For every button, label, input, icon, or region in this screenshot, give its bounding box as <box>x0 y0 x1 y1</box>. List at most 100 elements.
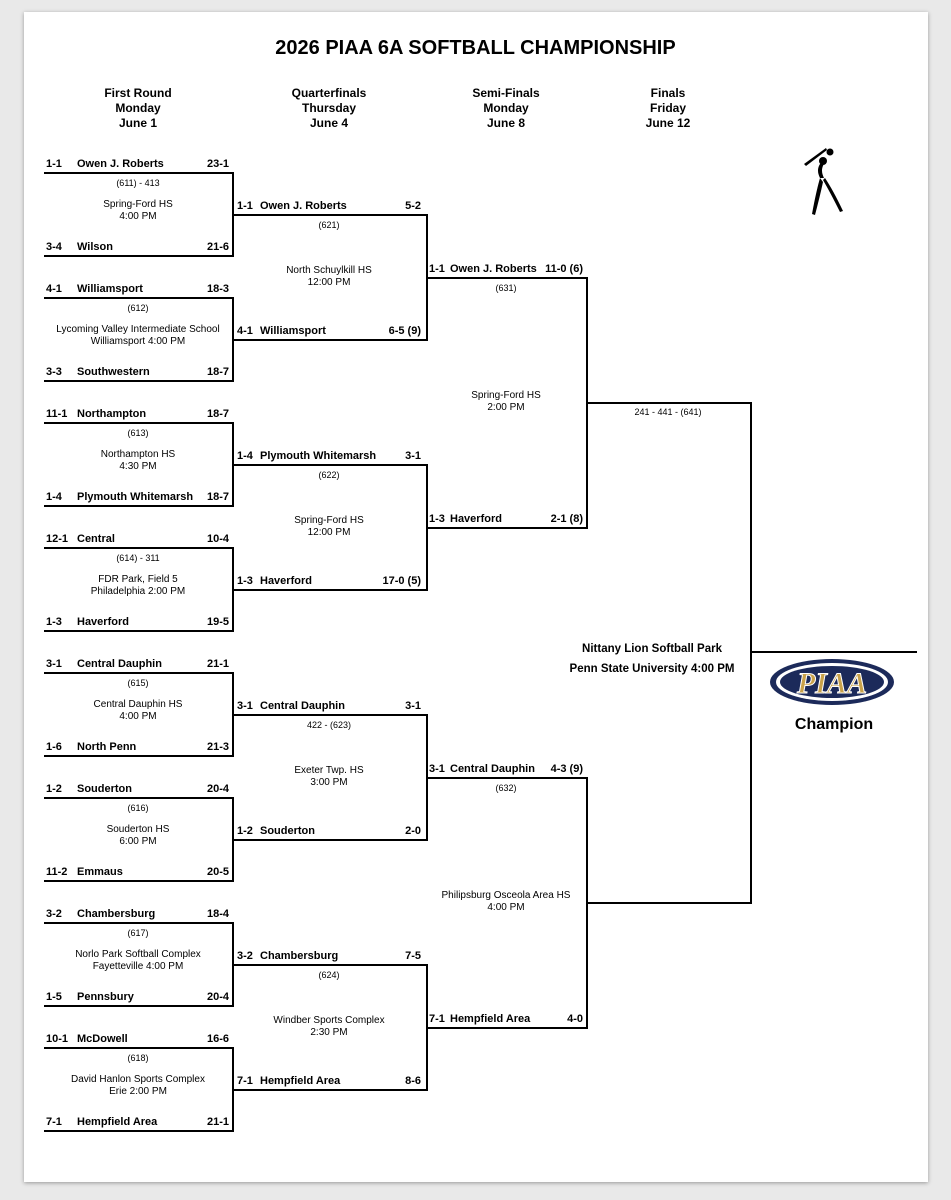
team-name: Hempfield Area <box>77 1116 158 1128</box>
game-number: (614) - 311 <box>116 553 160 563</box>
game-number: 422 - (623) <box>306 720 352 730</box>
venue-line: Philadelphia 2:00 PM <box>90 586 186 597</box>
venue-line: 2:00 PM <box>487 402 525 413</box>
team-score: 18-4 <box>206 908 229 920</box>
team-seed: 1-6 <box>46 741 62 753</box>
round-day: Monday <box>483 101 529 115</box>
team-name: Hempfield Area <box>450 1013 531 1025</box>
first-round-line <box>44 380 232 382</box>
bracket-sheet <box>24 12 928 1182</box>
round-name: Semi-Finals <box>472 86 540 100</box>
round-date: June 8 <box>486 116 525 130</box>
team-name: Central Dauphin <box>260 700 345 712</box>
team-score: 4-3 (9) <box>550 763 583 775</box>
round-header-finals: Finals Friday June 12 <box>588 86 748 131</box>
round-date: June 1 <box>118 116 157 130</box>
game-number: (632) <box>495 783 517 793</box>
team-name: Wilson <box>77 241 113 253</box>
game-number: (622) <box>318 470 340 480</box>
team-name: McDowell <box>77 1033 128 1045</box>
team-score: 18-7 <box>206 366 229 378</box>
team-name: Plymouth Whitemarsh <box>260 450 377 462</box>
quarterfinal-line <box>232 589 426 591</box>
team-seed: 3-2 <box>237 950 253 962</box>
venue-line: 4:00 PM <box>119 711 157 722</box>
quarterfinal-line <box>232 214 426 216</box>
semifinal-line <box>426 1027 586 1029</box>
venue-line: Spring-Ford HS <box>294 515 364 526</box>
team-seed: 12-1 <box>46 533 69 545</box>
team-score: 18-7 <box>206 408 229 420</box>
first-round-line <box>44 1130 232 1132</box>
quarterfinal-line <box>232 1089 426 1091</box>
venue-line: Exeter Twp. HS <box>294 765 364 776</box>
venue-line: Williamsport 4:00 PM <box>90 336 186 347</box>
team-score: 21-6 <box>206 241 229 253</box>
quarterfinal-line <box>232 464 426 466</box>
team-seed: 3-2 <box>46 908 62 920</box>
finals-venue-line: Penn State University 4:00 PM <box>569 663 735 675</box>
round-header-first-round: First Round Monday June 1 <box>58 86 218 131</box>
first-round-line <box>44 755 232 757</box>
first-round-line <box>44 797 232 799</box>
team-score: 17-0 (5) <box>382 575 421 587</box>
round-header-quarterfinals: Quarterfinals Thursday June 4 <box>249 86 409 131</box>
piaa-logo: PIAA <box>770 659 894 705</box>
team-score: 18-7 <box>206 491 229 503</box>
team-name: Plymouth Whitemarsh <box>77 491 194 503</box>
quarterfinal-line <box>232 839 426 841</box>
quarterfinal-line <box>232 714 426 716</box>
game-number: (621) <box>318 220 340 230</box>
team-seed: 1-1 <box>429 263 445 275</box>
team-seed: 3-1 <box>46 658 62 670</box>
logo-text: PIAA <box>796 667 867 700</box>
venue-line: Spring-Ford HS <box>471 390 541 401</box>
first-round-line <box>44 630 232 632</box>
team-seed: 1-3 <box>237 575 253 587</box>
team-entry: 1-4 Plymouth Whitemarsh 18-7 <box>46 490 232 505</box>
team-name: Pennsbury <box>77 991 134 1003</box>
game-number: (631) <box>495 283 517 293</box>
team-seed: 11-1 <box>46 408 68 420</box>
team-name: Owen J. Roberts <box>77 158 164 170</box>
first-round-line <box>44 880 232 882</box>
team-name: Haverford <box>260 575 312 587</box>
semifinal-line <box>426 777 586 779</box>
team-seed: 1-1 <box>46 158 62 170</box>
team-score: 21-3 <box>206 741 229 753</box>
team-seed: 4-1 <box>237 325 253 337</box>
round-date: June 4 <box>309 116 348 130</box>
game-number: (624) <box>318 970 340 980</box>
game-number: (617) <box>127 928 149 938</box>
team-seed: 1-4 <box>237 450 253 462</box>
team-name: Central Dauphin <box>77 658 162 670</box>
venue-line: 6:00 PM <box>119 836 157 847</box>
first-round-line <box>44 547 232 549</box>
round-day: Thursday <box>301 101 356 115</box>
team-score: 4-0 <box>567 1013 583 1025</box>
team-seed: 1-4 <box>46 491 62 503</box>
team-name: Souderton <box>260 825 315 837</box>
finals-venue-line: Nittany Lion Softball Park <box>582 643 722 655</box>
venue-line: 4:00 PM <box>487 902 525 913</box>
team-seed: 10-1 <box>46 1033 69 1045</box>
team-seed: 1-2 <box>46 783 62 795</box>
